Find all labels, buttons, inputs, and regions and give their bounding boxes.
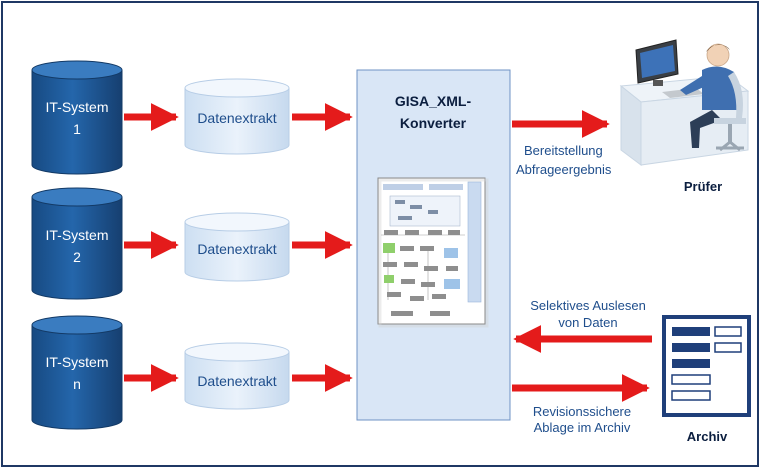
archiv-out-label-line2: Ablage im Archiv xyxy=(534,420,631,435)
process-thumbnail-image xyxy=(377,177,489,328)
archiv-label: Archiv xyxy=(687,429,728,444)
datenextrakt-3: Datenextrakt xyxy=(184,342,290,410)
archiv-in-label-line1: Selektives Auslesen xyxy=(530,298,646,313)
it-system-1: IT-System 1 xyxy=(31,60,123,175)
datenextrakt-1-label: Datenextrakt xyxy=(197,110,276,126)
converter-title-line1: GISA_XML- xyxy=(395,93,472,109)
gisa-xml-converter: GISA_XML- Konverter xyxy=(356,69,511,421)
it-system-n-label: IT-System xyxy=(45,354,108,370)
archiv-in-label-line2: von Daten xyxy=(558,315,617,330)
it-system-2-label: IT-System xyxy=(45,227,108,243)
pruefer-label: Prüfer xyxy=(684,179,722,194)
datenextrakt-1: Datenextrakt xyxy=(184,78,290,155)
it-system-2: IT-System 2 xyxy=(31,187,123,300)
archiv-out-label-line1: Revisionssichere xyxy=(533,404,631,419)
it-system-2-number: 2 xyxy=(73,249,81,265)
datenextrakt-2-label: Datenextrakt xyxy=(197,241,276,257)
pruefer-arrow-label-line2: Abfrageergebnis xyxy=(516,162,612,177)
datenextrakt-2: Datenextrakt xyxy=(184,212,290,282)
it-system-n-number: n xyxy=(73,376,81,392)
it-system-1-label: IT-System xyxy=(45,99,108,115)
datenextrakt-3-label: Datenextrakt xyxy=(197,373,276,389)
archiv-document-icon xyxy=(662,315,751,417)
it-system-n: IT-System n xyxy=(31,315,123,430)
pruefer-arrow-label-line1: Bereitstellung xyxy=(524,143,603,158)
converter-title-line2: Konverter xyxy=(400,115,467,131)
pruefer-workstation-icon xyxy=(619,39,750,166)
it-system-1-number: 1 xyxy=(73,121,81,137)
